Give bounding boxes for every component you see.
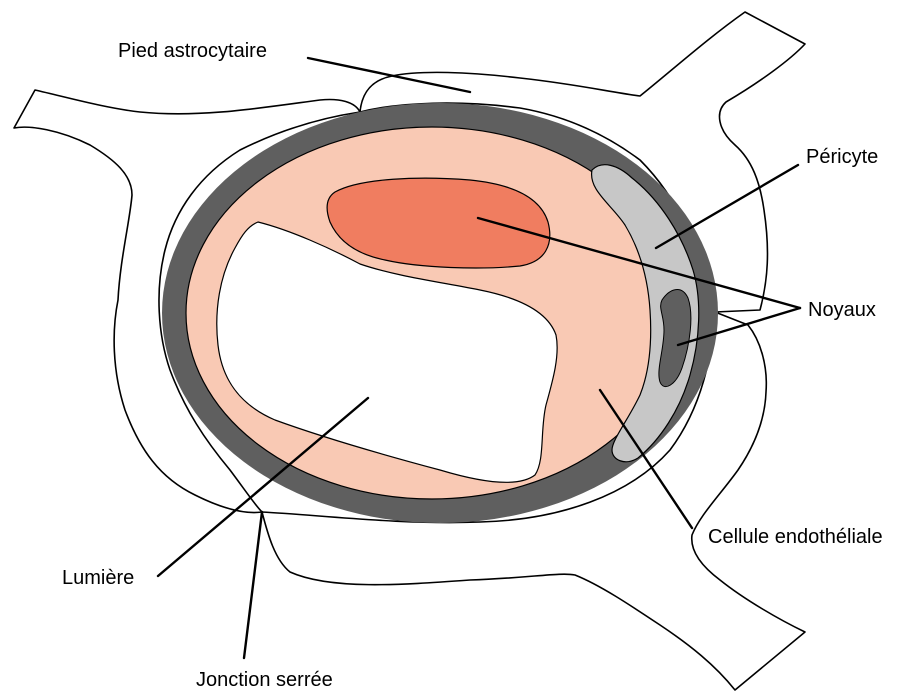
label-lumiere: Lumière — [62, 567, 134, 589]
label-jonction-serree: Jonction serrée — [196, 669, 333, 691]
label-cellule-endotheliale: Cellule endothéliale — [708, 526, 883, 548]
label-pied-astrocytaire: Pied astrocytaire — [118, 40, 267, 62]
leader-jonction — [244, 512, 262, 658]
label-pericyte: Péricyte — [806, 146, 878, 168]
label-noyaux: Noyaux — [808, 299, 876, 321]
